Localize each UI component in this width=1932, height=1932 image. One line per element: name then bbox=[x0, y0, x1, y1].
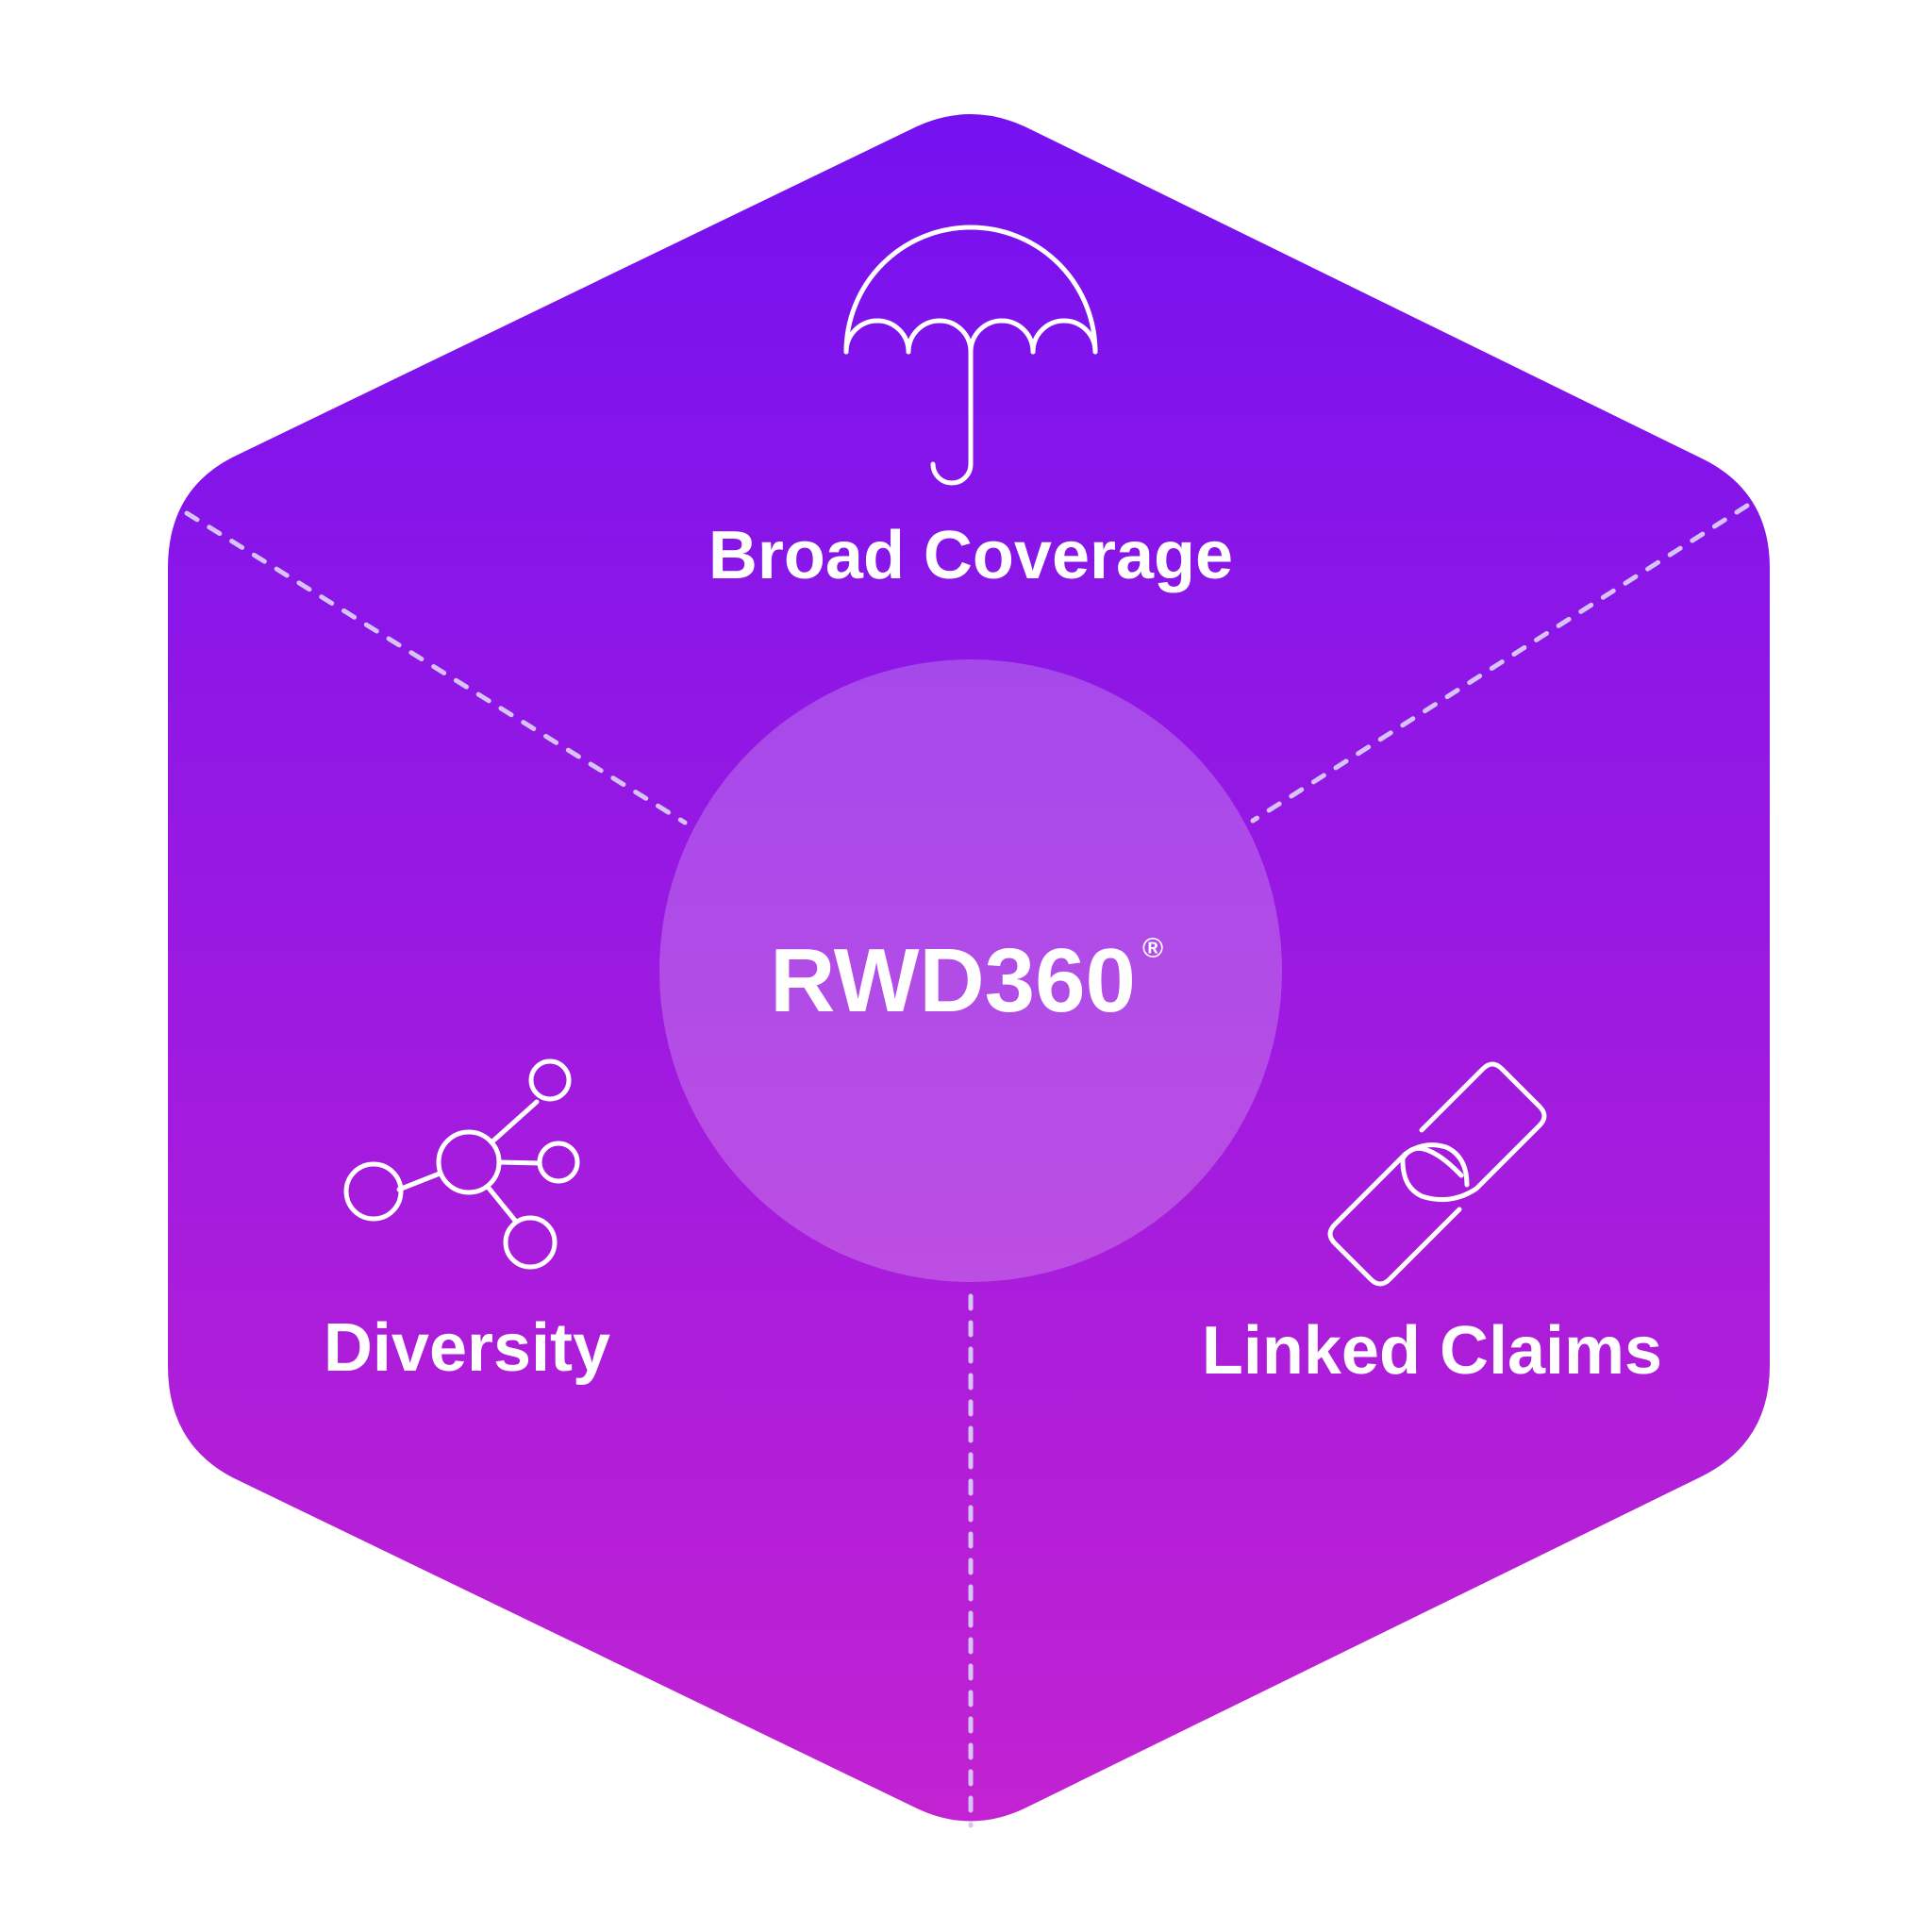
segment-label-broad-coverage: Broad Coverage bbox=[708, 518, 1233, 593]
segment-label-diversity: Diversity bbox=[324, 1310, 610, 1386]
umbrella-icon bbox=[843, 225, 1098, 486]
network-nodes-icon bbox=[343, 1058, 580, 1270]
registered-mark: ® bbox=[1142, 933, 1163, 964]
divider-right bbox=[1250, 503, 1750, 824]
center-title: RWD360 bbox=[770, 930, 1136, 1031]
divider-left bbox=[184, 510, 688, 825]
hexagon-background bbox=[168, 114, 1770, 1822]
center-circle bbox=[659, 659, 1282, 1282]
segment-dividers bbox=[184, 503, 1750, 1828]
segment-label-linked-claims: Linked Claims bbox=[1202, 1313, 1662, 1389]
chain-link-icon bbox=[1327, 1061, 1547, 1287]
